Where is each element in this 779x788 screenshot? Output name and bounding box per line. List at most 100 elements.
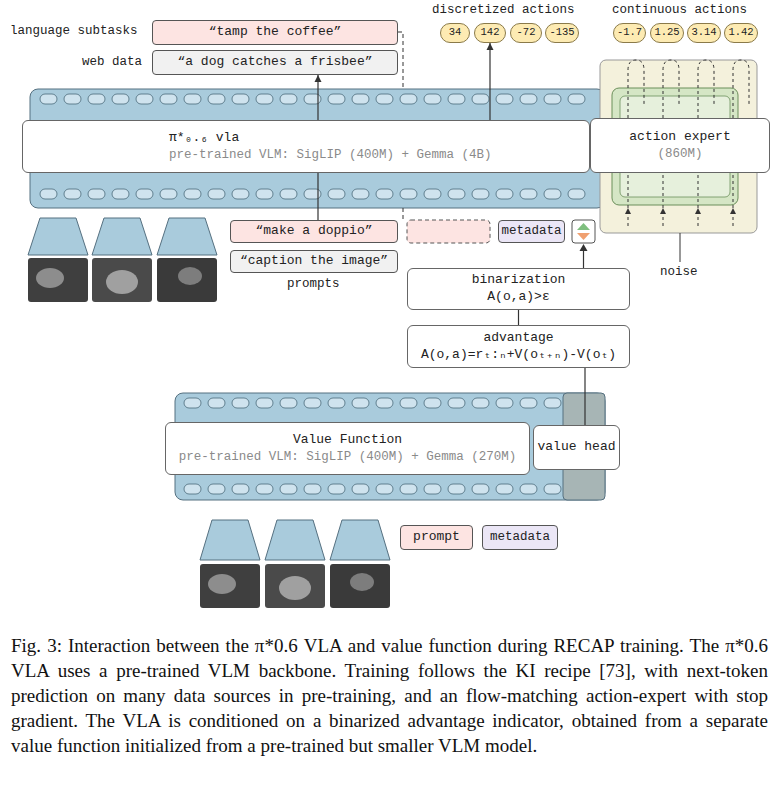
process-box: “make a doppio” [230, 220, 398, 243]
photo-detail [208, 574, 236, 594]
token-capsule [64, 189, 81, 199]
token-capsule [160, 189, 177, 199]
process-box: Value Functionpre-trained VLM: SigLIP (4… [165, 422, 530, 475]
camera-photo [265, 564, 325, 608]
token-capsule [472, 398, 489, 408]
process-box: binarizationA(o,a)>ε [407, 268, 630, 310]
token-capsule [544, 94, 561, 104]
image-token [157, 218, 217, 255]
token-capsule [352, 484, 369, 494]
figure-caption: Fig. 3: Interaction between the π*0.6 VL… [11, 633, 768, 758]
process-box: action expert(860M) [590, 118, 770, 173]
token-capsule [328, 398, 345, 408]
connector-line [518, 310, 519, 325]
node-text: “caption the image” [240, 253, 388, 270]
process-box: 34 [440, 23, 470, 43]
process-box: 1.42 [724, 23, 758, 43]
node-text: pre-trained VLM: SigLIP (400M) + Gemma (… [179, 449, 517, 465]
camera-photo [200, 564, 260, 608]
node-text: 3.14 [691, 26, 716, 40]
image-token [28, 218, 88, 255]
process-box: advantageA(o,a)=rₜ:ₙ+V(oₜ₊ₙ)-V(oₜ) [407, 325, 630, 368]
token-capsule [232, 398, 249, 408]
token-capsule [232, 94, 249, 104]
token-capsule [352, 398, 369, 408]
token-capsule [568, 94, 585, 104]
token-capsule [136, 94, 153, 104]
token-capsule [304, 484, 321, 494]
token-capsule [184, 484, 201, 494]
token-capsule [448, 189, 465, 199]
camera-photo [330, 564, 390, 608]
token-capsule [376, 398, 393, 408]
camera-set-top [28, 218, 217, 302]
connector-line [317, 173, 318, 220]
token-capsule [256, 398, 273, 408]
process-box: -72 [510, 23, 542, 43]
dashed-leader [398, 32, 403, 89]
token-capsule [400, 398, 417, 408]
token-capsule [280, 484, 297, 494]
node-text: 142 [481, 26, 500, 40]
node-text: “tamp the coffee” [209, 24, 342, 41]
arrow-head [580, 244, 588, 251]
process-box: prompt [400, 525, 473, 550]
token-capsule [376, 94, 393, 104]
indicator-down [577, 233, 590, 240]
token-capsule [88, 94, 105, 104]
process-box: 1.25 [650, 23, 684, 43]
token-capsule [520, 484, 537, 494]
token-capsule [472, 94, 489, 104]
token-capsule [232, 189, 249, 199]
token-capsule [40, 189, 57, 199]
node-text: 34 [449, 26, 462, 40]
node-text: advantage [483, 330, 553, 347]
image-token [265, 520, 325, 560]
process-box: 142 [474, 23, 506, 43]
node-text: prompt [413, 529, 460, 546]
image-token [330, 520, 390, 560]
process-box: 3.14 [687, 23, 721, 43]
process-box: value head [533, 425, 620, 470]
camera-photo [157, 258, 217, 302]
token-capsule [112, 189, 129, 199]
process-box: “caption the image” [230, 250, 398, 273]
camera-photo [28, 258, 88, 302]
photo-detail [106, 270, 138, 294]
process-box: “tamp the coffee” [152, 20, 398, 45]
token-capsule [520, 398, 537, 408]
node-text: -135 [549, 26, 574, 40]
token-capsule [352, 189, 369, 199]
token-capsule [304, 398, 321, 408]
process-box: -1.7 [613, 23, 646, 43]
camera-set-bottom [200, 520, 390, 608]
process-box: π*₀.₆ vlapre-trained VLM: SigLIP (400M) … [22, 120, 590, 173]
arrow-head [730, 208, 736, 214]
camera-photo [92, 258, 152, 302]
node-text: (860M) [657, 146, 702, 162]
dashed-subtask-box [407, 220, 490, 243]
token-capsule [208, 398, 225, 408]
node-text: Value Function [293, 432, 402, 449]
label-text: web data [82, 55, 142, 69]
flow-heads [625, 208, 736, 214]
node-text: π*₀.₆ vla [169, 130, 239, 147]
node-text: “a dog catches a frisbee” [177, 54, 372, 71]
node-text: action expert [629, 129, 730, 146]
label-text: discretized actions [432, 3, 575, 17]
dashed-leader [403, 208, 404, 219]
token-capsule [136, 189, 153, 199]
token-capsule [496, 398, 513, 408]
process-box: “a dog catches a frisbee” [152, 50, 398, 75]
label-text: prompts [287, 277, 340, 291]
process-box: metadata [482, 525, 558, 550]
arrow-head [487, 43, 494, 50]
label-text: noise [660, 265, 698, 279]
token-capsule [544, 189, 561, 199]
token-capsule [496, 484, 513, 494]
label-text: continuous actions [612, 3, 747, 17]
token-capsule [520, 189, 537, 199]
token-capsule [64, 94, 81, 104]
process-box: metadata [498, 220, 565, 243]
token-capsule [376, 189, 393, 199]
